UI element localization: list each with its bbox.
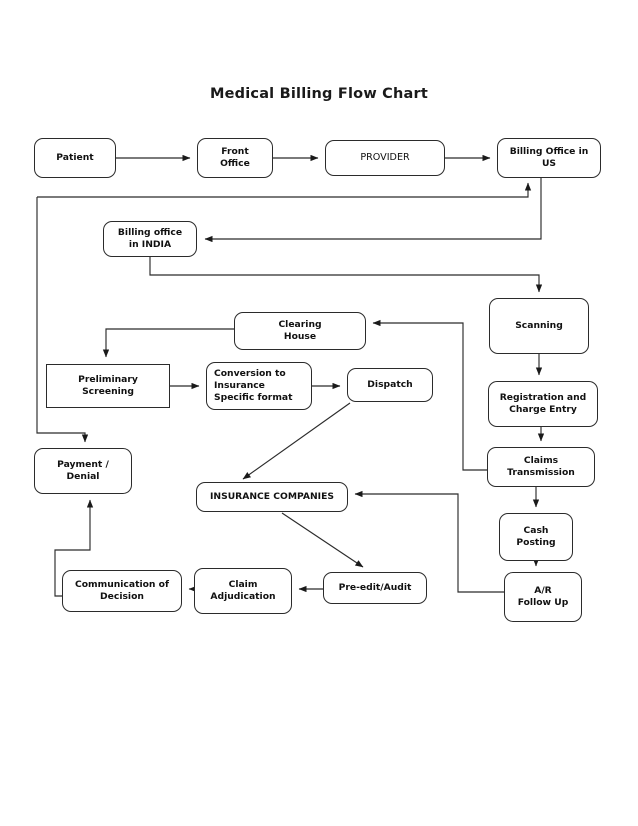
node-billing-office-india-label: Billing office in INDIA <box>117 226 183 250</box>
node-cash-posting-label: Cash Posting <box>516 524 556 548</box>
node-ar-follow-up[interactable]: A/R Follow Up <box>504 572 582 622</box>
node-preliminary-screening-label: Preliminary Screening <box>78 373 138 397</box>
node-insurance-companies-label: INSURANCE COMPANIES <box>210 490 334 502</box>
edge-billing-us-to-billing-india <box>204 178 542 243</box>
node-conversion-to-insurance-format[interactable]: Conversion to Insurance Specific format <box>206 362 312 410</box>
node-scanning-label: Scanning <box>515 319 563 331</box>
node-patient[interactable]: Patient <box>34 138 116 178</box>
node-claims-transmission-label: Claims Transmission <box>507 454 575 478</box>
edge-billing-india-to-scanning <box>149 257 543 293</box>
node-dispatch[interactable]: Dispatch <box>347 368 433 402</box>
node-pre-edit-audit[interactable]: Pre-edit/Audit <box>323 572 427 604</box>
node-pre-edit-audit-label: Pre-edit/Audit <box>338 581 412 593</box>
node-cash-posting[interactable]: Cash Posting <box>499 513 573 561</box>
edge-patient-to-billing-us <box>37 182 532 198</box>
node-registration-and-charge-entry-label: Registration and Charge Entry <box>499 391 587 415</box>
node-claims-transmission[interactable]: Claims Transmission <box>487 447 595 487</box>
node-clearing-house[interactable]: Clearing House <box>234 312 366 350</box>
node-billing-office-us[interactable]: Billing Office in US <box>497 138 601 178</box>
node-clearing-house-label: Clearing House <box>278 318 322 342</box>
node-billing-office-india[interactable]: Billing office in INDIA <box>103 221 197 257</box>
node-claim-adjudication-label: Claim Adjudication <box>210 578 276 602</box>
node-provider-label: PROVIDER <box>360 151 410 163</box>
edge-insurance-to-preedit <box>281 512 364 568</box>
node-billing-office-us-label: Billing Office in US <box>509 145 589 169</box>
node-patient-label: Patient <box>56 151 94 163</box>
node-payment-denial[interactable]: Payment / Denial <box>34 448 132 494</box>
node-ar-follow-up-label: A/R Follow Up <box>517 584 569 608</box>
page-title: Medical Billing Flow Chart <box>209 86 428 102</box>
edge-dispatch-to-insurance <box>242 402 351 480</box>
node-preliminary-screening[interactable]: Preliminary Screening <box>46 364 170 408</box>
node-claim-adjudication[interactable]: Claim Adjudication <box>194 568 292 614</box>
node-provider[interactable]: PROVIDER <box>325 140 445 176</box>
node-dispatch-label: Dispatch <box>367 378 413 390</box>
node-front-office-label: Front Office <box>220 145 250 169</box>
node-scanning[interactable]: Scanning <box>489 298 589 354</box>
node-conversion-to-insurance-format-label: Conversion to Insurance Specific format <box>214 367 293 404</box>
node-communication-of-decision-label: Communication of Decision <box>75 578 169 602</box>
edge-clearing-house-to-preliminary-screening <box>102 328 234 358</box>
node-registration-and-charge-entry[interactable]: Registration and Charge Entry <box>488 381 598 427</box>
node-communication-of-decision[interactable]: Communication of Decision <box>62 570 182 612</box>
node-payment-denial-label: Payment / Denial <box>57 458 109 482</box>
node-front-office[interactable]: Front Office <box>197 138 273 178</box>
node-insurance-companies[interactable]: INSURANCE COMPANIES <box>196 482 348 512</box>
